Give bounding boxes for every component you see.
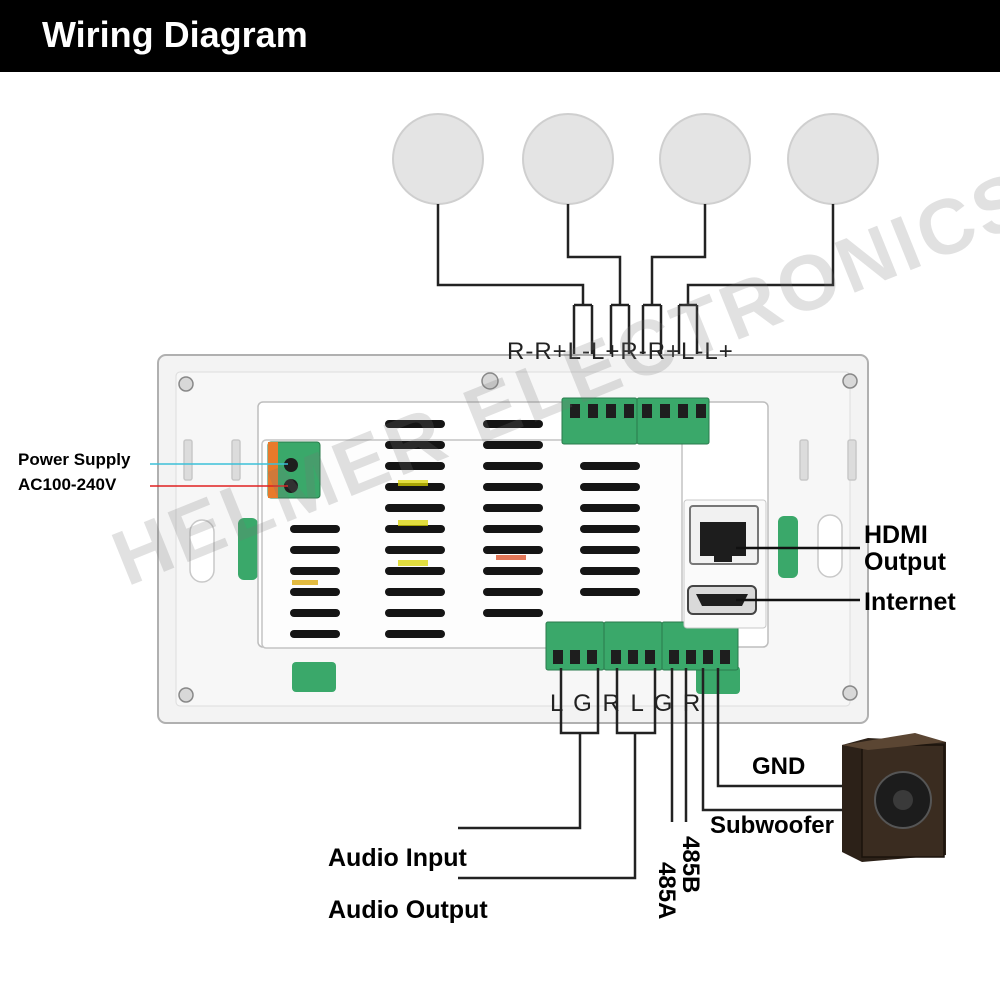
title-bar: Wiring Diagram [0,0,1000,72]
gnd-wire [716,668,850,788]
module-housing [257,401,769,649]
bottom-wiring [458,668,850,880]
slot-left [189,519,215,583]
speaker-wire-1 [436,204,585,305]
power-voltage-label: AC100-240V [18,475,117,494]
green-clip-left [238,518,258,580]
audio-output-label: Audio Output [328,896,488,924]
audio-in-wire [458,733,582,830]
slot-right [817,514,843,578]
diagram-title: Wiring Diagram [42,14,308,55]
power-terminal-clip [268,442,278,498]
audio-out-wire [458,733,637,880]
rs485a-label: 485A [653,862,680,920]
gnd-label: GND [752,753,806,780]
screw-top-right [842,373,858,389]
speaker-wire-4 [686,204,835,305]
housing-front [261,439,683,649]
speaker-wires [436,204,835,400]
speaker-terminal-block-2 [636,397,710,445]
ceiling-speakers [392,113,879,205]
screw-top-mid [481,372,499,390]
hdmi-output-label: Output [864,548,946,576]
power-screw-2 [284,479,298,493]
hdmi-socket [696,594,748,606]
rs485b-label: 485B [677,836,704,894]
speaker-pin-labels: R-R+L-L+R-R+L-L+ [507,338,734,365]
screw-bottom-left [178,687,194,703]
vent-slots [290,420,640,638]
power-supply-label: Power Supply [18,450,131,469]
screw-bottom-right [842,685,858,701]
mounting-slots [183,439,857,583]
pcb-glimpses [292,480,526,585]
network-ports [683,499,767,629]
slot-right-top [799,439,809,481]
subwoofer-cone-inner [893,790,913,810]
rj45-socket [700,522,746,556]
subwoofer-wire [701,668,850,812]
slot-left-top [183,439,193,481]
screw-top-left [178,376,194,392]
audio-input-label: Audio Input [328,844,467,872]
audio-terminals [545,621,739,671]
green-clip-bottom-left [292,662,336,692]
subwoofer-top [842,733,946,750]
subwoofer-label: Subwoofer [710,812,834,839]
rj45-tab [714,554,732,562]
internet-label: Internet [864,588,956,616]
slot-left-top-2 [231,439,241,481]
speaker-wire-3 [650,204,707,305]
speaker-1 [392,113,484,205]
speaker-wire-2 [566,204,622,305]
power-terminal [267,441,321,499]
hdmi-label: HDMI [864,521,928,549]
power-screw-1 [284,458,298,472]
speaker-terminals [561,397,710,445]
speaker-4 [787,113,879,205]
subwoofer-speaker [842,733,946,862]
mounting-screws [178,372,858,703]
speaker-2 [522,113,614,205]
slot-right-top-2 [847,439,857,481]
speaker-3 [659,113,751,205]
audio-pin-labels: L G R L G R [550,690,703,717]
